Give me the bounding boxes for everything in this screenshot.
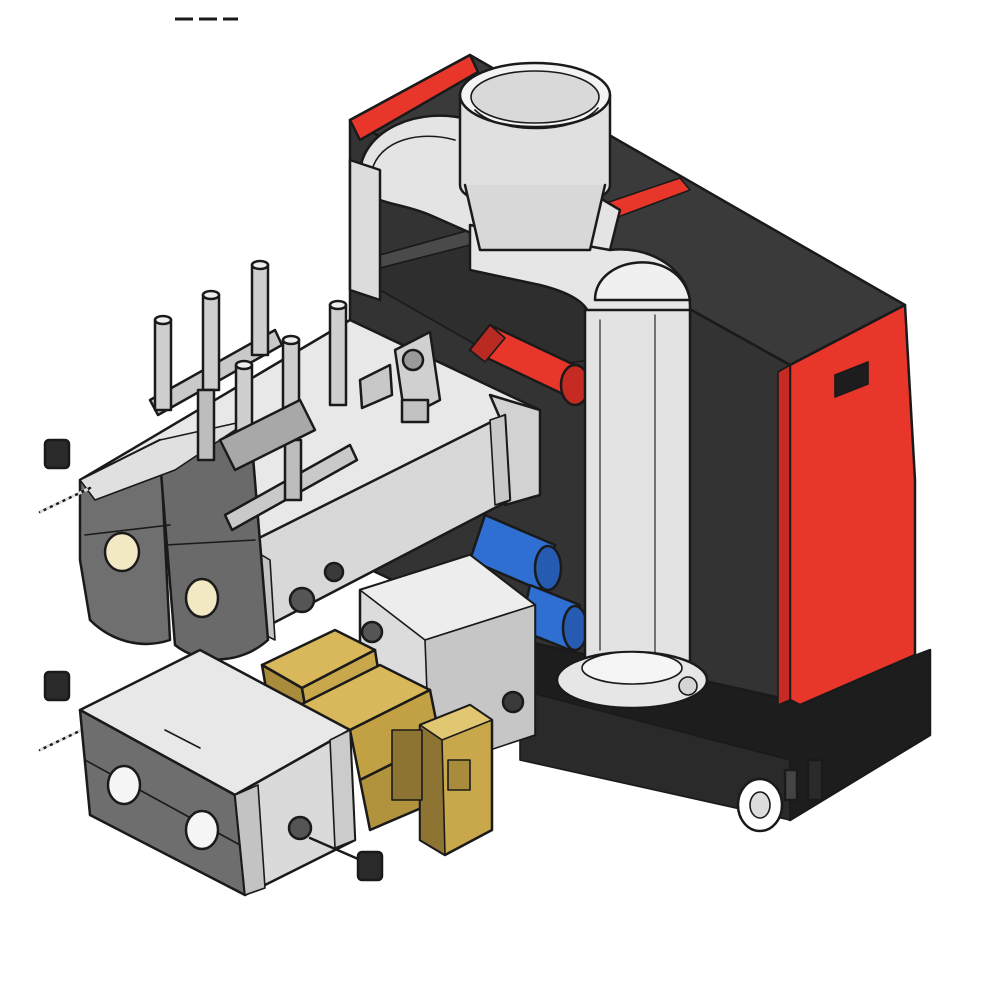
vent-slot — [834, 361, 869, 398]
cabinet-top-stripe — [348, 53, 480, 142]
upper-port-1 — [103, 531, 141, 573]
lower-header-insulation — [78, 648, 357, 897]
lower-port-2 — [184, 809, 220, 851]
cabinet-front-red — [788, 303, 917, 707]
caster-wheel — [736, 758, 824, 833]
bolt-lower-right — [308, 836, 384, 882]
upper-port-2 — [184, 577, 220, 619]
connection-pipes — [148, 259, 442, 532]
bolt-upper — [38, 438, 92, 514]
flue-collar — [458, 61, 612, 252]
lower-port-1 — [106, 764, 142, 806]
